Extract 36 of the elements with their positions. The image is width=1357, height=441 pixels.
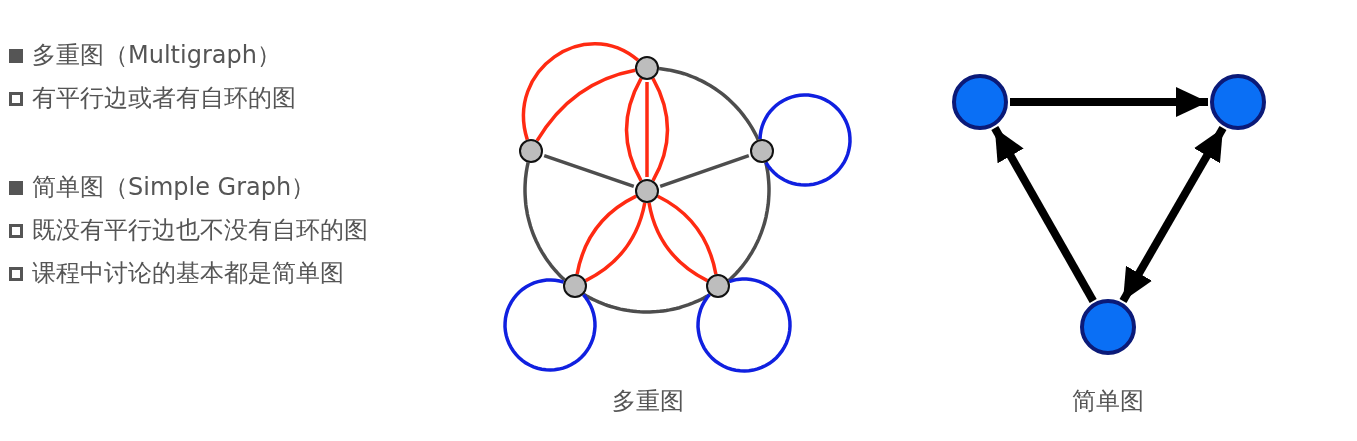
edge-line xyxy=(651,77,670,182)
edge-line xyxy=(575,194,637,275)
vertex-circle xyxy=(563,274,587,298)
loop-edge xyxy=(503,278,597,372)
edge-line xyxy=(522,42,639,140)
loop-edge xyxy=(758,93,852,187)
vertex-circle xyxy=(1210,74,1266,130)
edge-line xyxy=(584,202,647,283)
arrow xyxy=(1010,87,1208,117)
arrow xyxy=(1119,126,1227,303)
bullet-text: 既没有平行边也不没有自环的图 xyxy=(32,215,368,245)
vertex-circle xyxy=(952,74,1008,130)
graph-caption: 简单图 xyxy=(1072,386,1144,416)
edge-line xyxy=(727,162,771,282)
vertex-circle xyxy=(635,179,659,203)
edge-line xyxy=(658,66,760,141)
graph-caption: 多重图 xyxy=(612,386,684,416)
vertex-circle xyxy=(635,56,659,80)
bullet-text: 课程中讨论的基本都是简单图 xyxy=(32,258,344,288)
vertex-circle xyxy=(750,139,774,163)
edge-line xyxy=(656,194,718,275)
vertex-circle xyxy=(706,274,730,298)
edge-line xyxy=(624,77,643,182)
bullet-text: 多重图（Multigraph） xyxy=(32,40,281,70)
edge-line xyxy=(647,202,709,283)
edge-line xyxy=(659,153,750,189)
vertex-circle xyxy=(519,139,543,163)
edge-line xyxy=(645,82,649,177)
vertex-circle xyxy=(1080,299,1136,355)
edge-line xyxy=(543,153,635,189)
edge-line xyxy=(523,162,566,282)
edge-line xyxy=(535,68,636,142)
bullet-text: 有平行边或者有自环的图 xyxy=(32,83,296,113)
bullet-text: 简单图（Simple Graph） xyxy=(32,172,316,202)
arrow xyxy=(991,126,1097,303)
loop-edge xyxy=(696,277,792,373)
